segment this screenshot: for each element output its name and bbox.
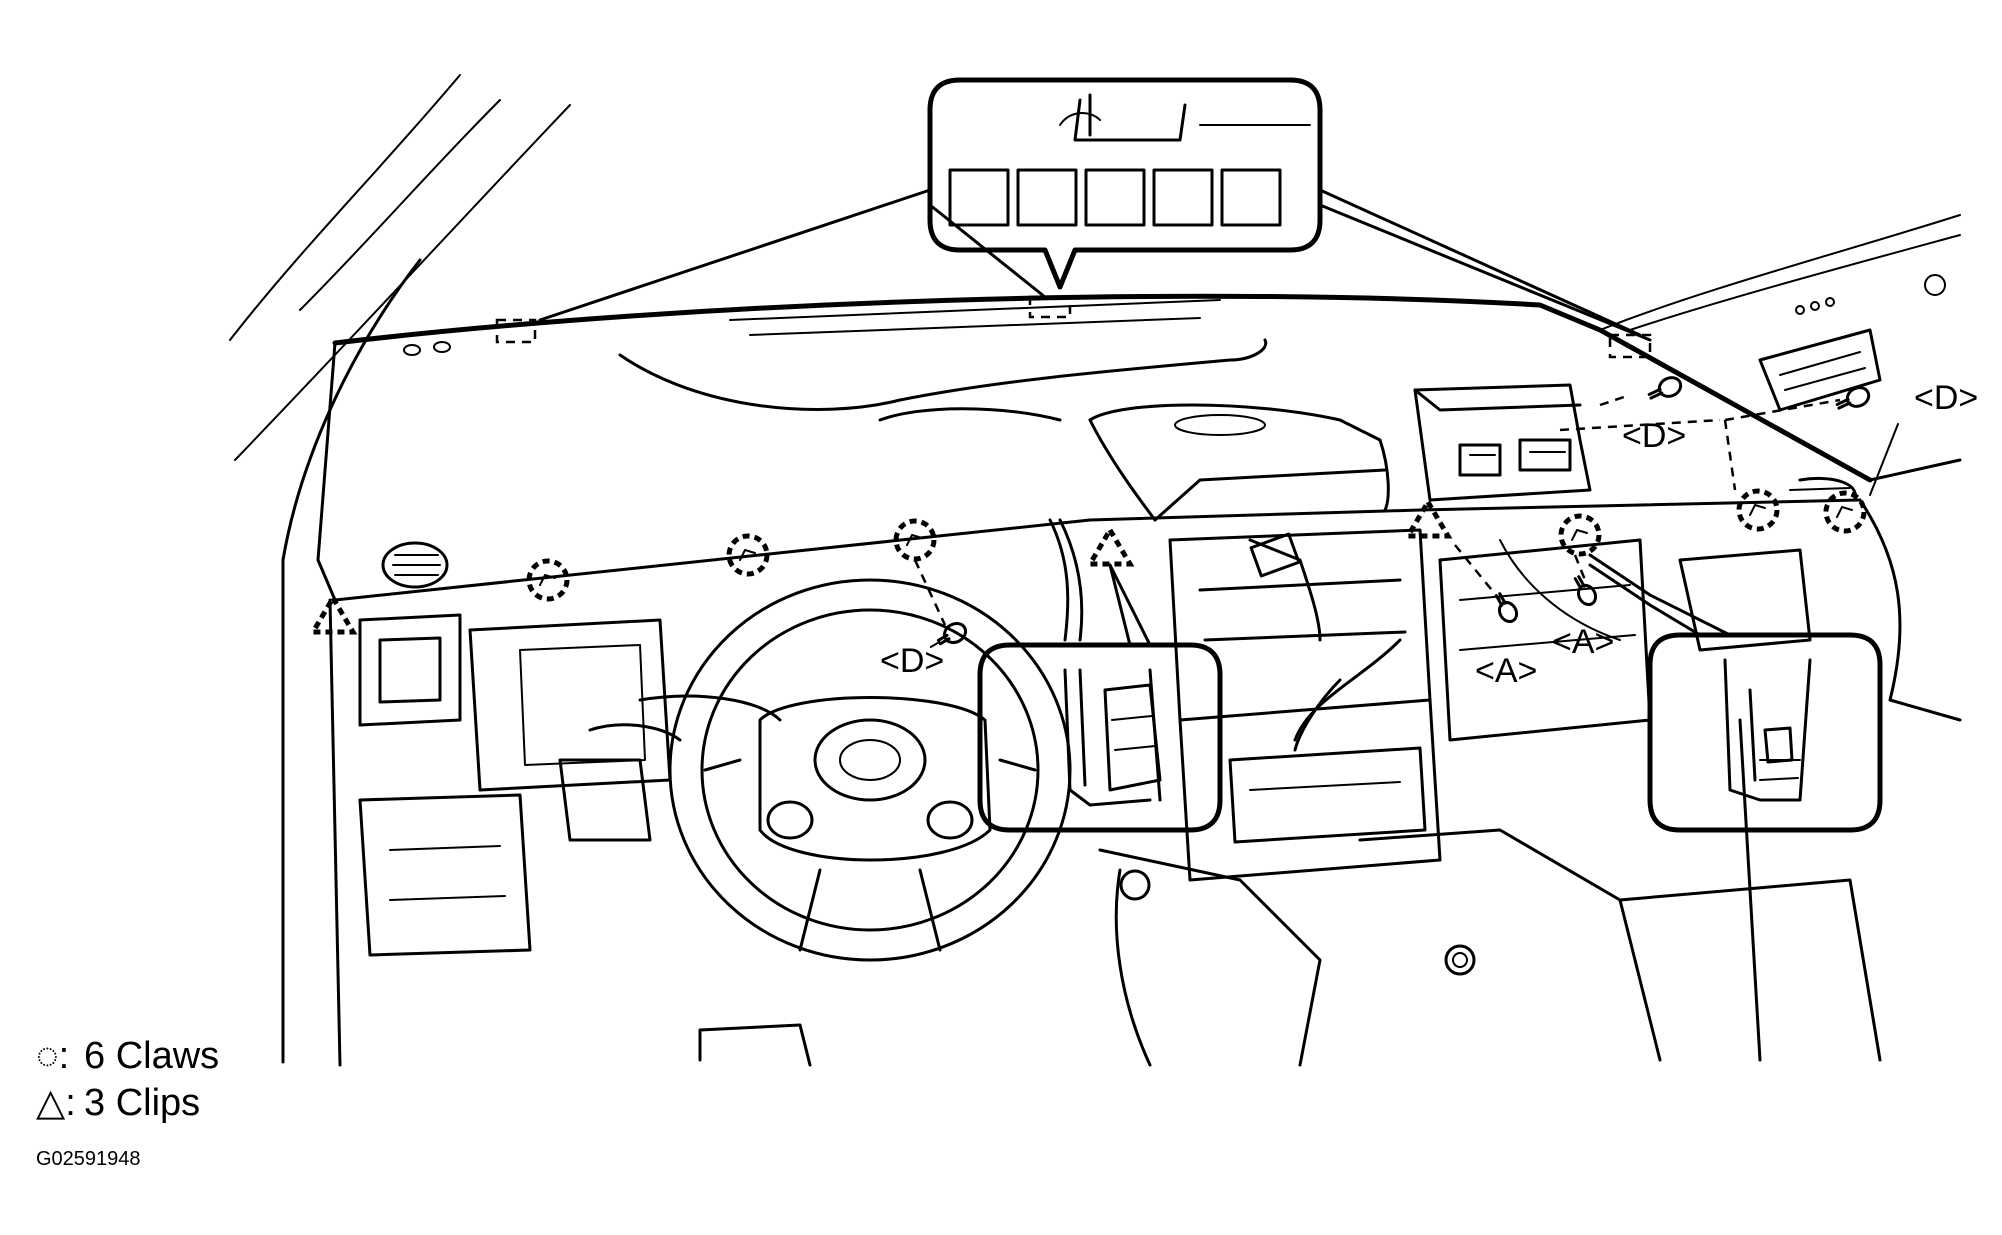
claw-markers <box>526 488 1867 602</box>
clip-detail-inset <box>977 563 1223 833</box>
leader-lines <box>913 393 1899 626</box>
top-detail-inset <box>538 77 1652 342</box>
clip-markers <box>308 497 1453 635</box>
airbag-computer-module <box>1413 383 1592 502</box>
legend-claws: ◌: 6 Claws <box>36 1035 219 1078</box>
claw-marker-5 <box>1736 488 1780 532</box>
legend-claws-label: 6 Claws <box>84 1035 220 1077</box>
screw-icon <box>1835 386 1871 410</box>
callout-d-steering: <D> <box>880 642 944 680</box>
screw-icon <box>929 621 968 648</box>
screw-icon <box>1647 376 1683 400</box>
claw-marker-4 <box>1558 513 1602 557</box>
figure-code: G02591948 <box>36 1148 141 1170</box>
clip-marker-3 <box>1403 497 1453 539</box>
lower-dashboard-structure <box>328 598 1882 1067</box>
screw-icon <box>1573 575 1598 607</box>
steering-wheel <box>668 578 1072 962</box>
instrument-panel-top-pad <box>316 293 1873 602</box>
clip-marker-2 <box>1085 525 1135 567</box>
claw-detail-inset <box>1588 553 1883 833</box>
legend-clips-label: 3 Clips <box>84 1082 201 1124</box>
callout-d-center: <D> <box>1622 417 1686 455</box>
center-cluster-hood <box>1088 403 1390 522</box>
claw-marker-6 <box>1823 490 1867 534</box>
claw-legend-icon: ◌: <box>36 1035 70 1077</box>
right-side-body <box>1599 214 1962 722</box>
clip-legend-icon: △: <box>36 1082 76 1124</box>
screws <box>929 376 1871 648</box>
windshield-pillar-lines <box>229 74 571 1064</box>
claw-marker-1 <box>526 558 570 602</box>
callout-d-right: <D> <box>1914 379 1978 417</box>
callout-a-left: <A> <box>1475 652 1537 690</box>
legend-clips: △:3 Clips <box>36 1080 200 1125</box>
claw-marker-3 <box>893 518 937 562</box>
clip-marker-1 <box>308 593 358 635</box>
claw-marker-2 <box>726 533 770 577</box>
callout-a-right: <A> <box>1552 623 1614 661</box>
wire-harness <box>1048 518 1621 742</box>
